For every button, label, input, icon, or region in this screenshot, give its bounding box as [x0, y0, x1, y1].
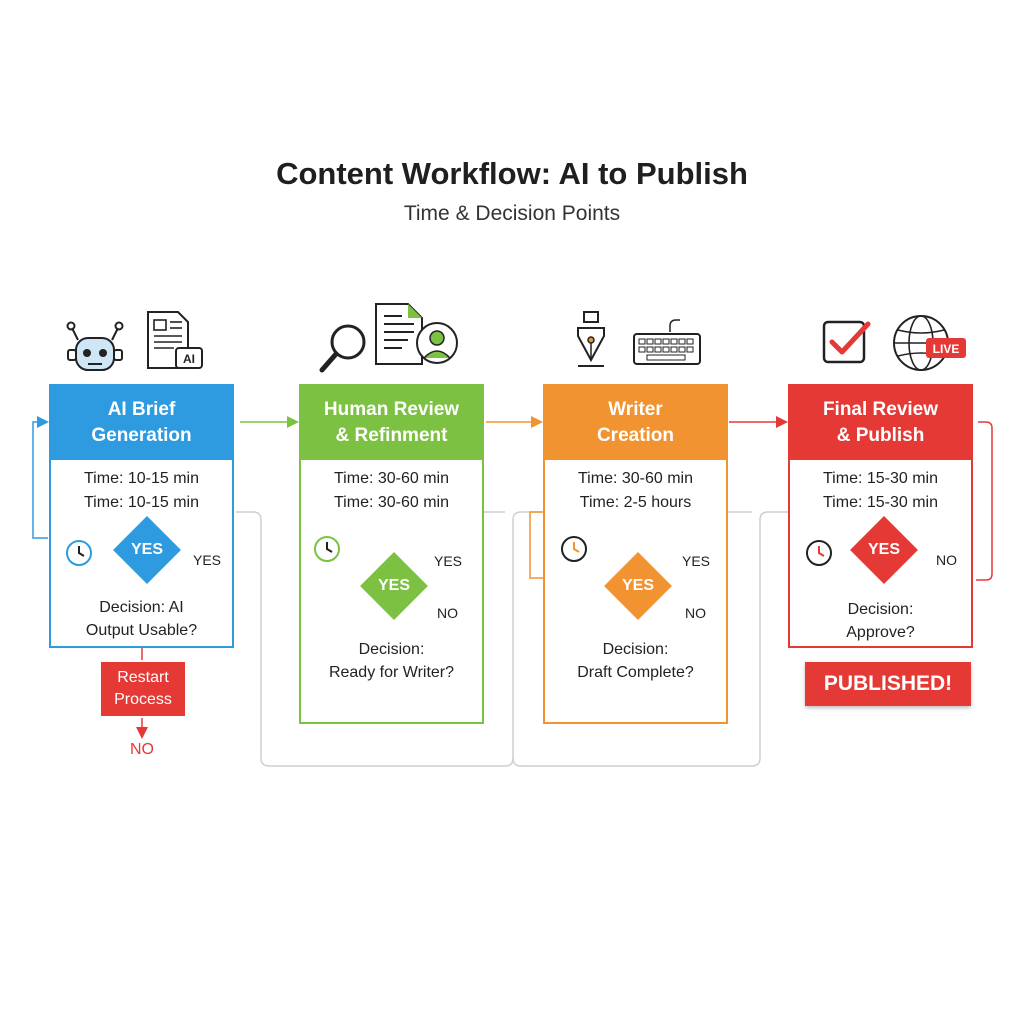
decision-line: Decision:	[602, 641, 669, 658]
time-estimate: Time: 15-30 min	[823, 494, 938, 511]
ai-document-icon: AI	[147, 311, 203, 369]
clock-icon	[561, 536, 587, 562]
stage-header: Writer Creation	[545, 386, 726, 460]
feedback-loop	[32, 416, 49, 539]
decision-diamond-label: YES	[377, 577, 410, 594]
ai-badge-text: AI	[183, 352, 195, 366]
stage-human-review: Human Review & Refinment Time: 30-60 min…	[299, 384, 484, 724]
stage-writer-creation: Writer Creation Time: 30-60 min Time: 2-…	[543, 384, 728, 724]
stage-title: Creation	[596, 425, 675, 446]
stage-title: AI Brief	[107, 399, 176, 420]
loop-connector	[512, 511, 788, 767]
time-estimate: Time: 30-60 min	[334, 470, 449, 487]
restart-no-label: NO	[130, 741, 154, 758]
decision-line: Decision: AI	[99, 599, 184, 616]
restart-process-box: Restart Process	[101, 662, 185, 716]
restart-label: Process	[114, 691, 172, 708]
decision-line: Ready for Writer?	[328, 664, 455, 681]
branch-label-no: NO	[936, 552, 957, 568]
decision-question: Decision: Approve?	[790, 598, 971, 644]
loop-connector	[236, 511, 542, 767]
branch-label-yes: YES	[193, 552, 222, 568]
stage-header: Final Review & Publish	[790, 386, 971, 460]
globe-live-icon: LIVE	[893, 315, 966, 371]
stage-title: Final Review	[822, 399, 939, 420]
decision-question: Decision: AI Output Usable?	[51, 596, 232, 642]
time-estimate: Time: 10-15 min	[84, 494, 199, 511]
stage-title: Human Review	[323, 399, 460, 420]
robot-icon	[66, 321, 124, 371]
decision-line: Draft Complete?	[577, 664, 694, 681]
reviewer-icon	[416, 322, 458, 364]
branch-label-yes: YES	[434, 553, 463, 569]
stage-final-review-publish: Final Review & Publish Time: 15-30 min T…	[788, 384, 973, 648]
decision-diamond-label: YES	[130, 541, 163, 558]
branch-label-no: NO	[437, 605, 458, 621]
restart-label: Restart	[117, 669, 169, 686]
stage-title: Writer	[608, 399, 663, 420]
decision-line: Output Usable?	[85, 622, 198, 639]
decision-question: Decision: Ready for Writer?	[301, 638, 482, 684]
diagram-subtitle: Time & Decision Points	[403, 202, 621, 225]
time-estimate: Time: 10-15 min	[84, 470, 199, 487]
checkbox-icon	[822, 320, 871, 364]
live-badge-text: LIVE	[933, 342, 960, 356]
stage-title: & Publish	[836, 425, 925, 446]
stage-title: Generation	[91, 425, 192, 446]
clock-icon	[66, 540, 92, 566]
decision-diamond-label: YES	[867, 541, 900, 558]
magnifier-icon	[319, 324, 366, 373]
time-estimate: Time: 30-60 min	[578, 470, 693, 487]
decision-line: Decision:	[358, 641, 425, 658]
stage-header: AI Brief Generation	[51, 386, 232, 460]
time-estimate: Time: 2-5 hours	[579, 494, 692, 511]
stage-header: Human Review & Refinment	[301, 386, 482, 460]
decision-diamond-label: YES	[621, 577, 654, 594]
stage-title: & Refinment	[335, 425, 448, 446]
decision-line: Decision:	[847, 601, 914, 618]
diagram-title: Content Workflow: AI to Publish	[276, 156, 748, 191]
clock-icon	[806, 540, 832, 566]
time-estimate: Time: 15-30 min	[823, 470, 938, 487]
decision-question: Decision: Draft Complete?	[545, 638, 726, 684]
stage-ai-brief-generation: AI Brief Generation Time: 10-15 min Time…	[49, 384, 234, 648]
branch-label-yes: YES	[682, 553, 711, 569]
clock-icon	[314, 536, 340, 562]
pen-nib-icon	[577, 311, 605, 367]
keyboard-icon	[633, 319, 701, 365]
branch-label-no: NO	[685, 605, 706, 621]
decision-line: Approve?	[846, 624, 915, 641]
published-badge: PUBLISHED!	[805, 662, 971, 706]
time-estimate: Time: 30-60 min	[334, 494, 449, 511]
